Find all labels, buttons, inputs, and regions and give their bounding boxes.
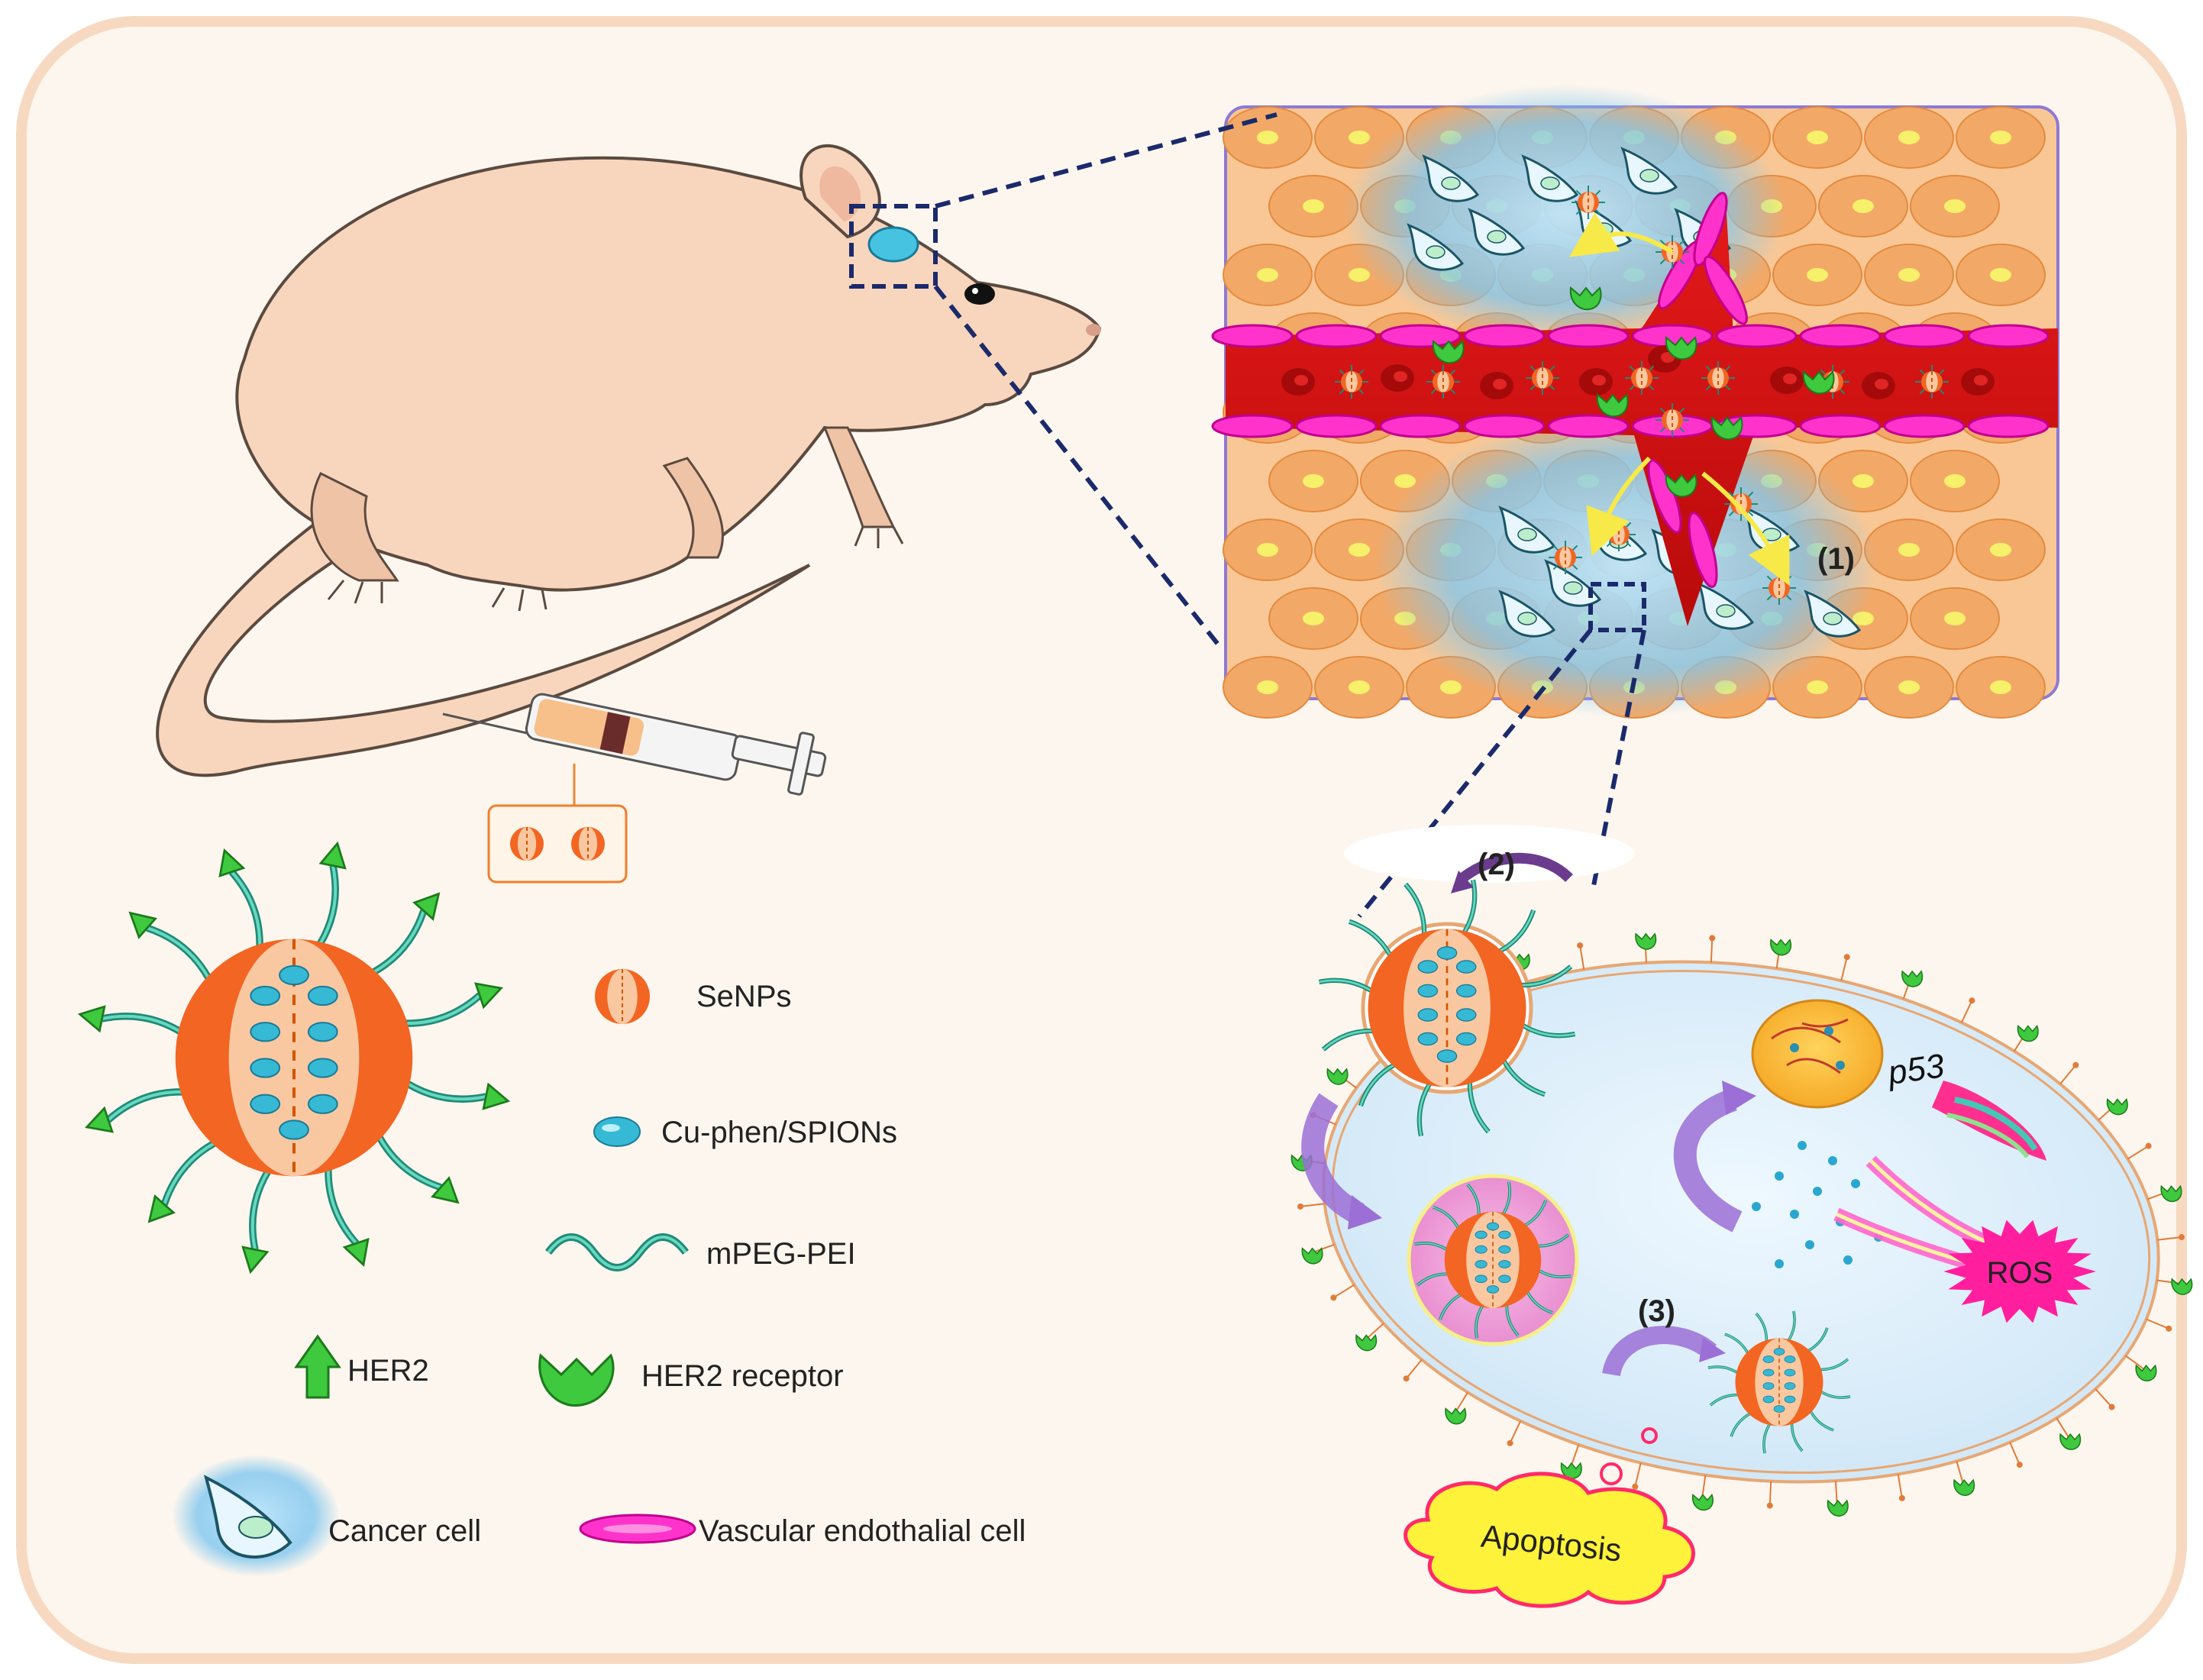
tumor-tissue-panel: (1) [1211,84,2059,719]
legend: SeNPs Cu-phen/SPIONs mPEG-PEI HER2 HER2 … [77,841,1026,1577]
cancer-cell-diagram: (2) (3) p53 ROS [1290,825,2193,1517]
apoptosis-callout: Apoptosis [1404,1427,1695,1608]
legend-mpeg-pei: mPEG-PEI [706,1237,856,1271]
ros-burst [1943,1220,2096,1323]
her2-icon [294,1334,341,1399]
senp-icon [595,969,650,1024]
legend-senps: SeNPs [696,980,792,1013]
legend-her2: HER2 [347,1354,429,1388]
her2-receptor-icon [538,1353,615,1407]
tumor-zoom-box [849,204,938,289]
legend-cancer-cell: Cancer cell [328,1514,481,1548]
step-3-label: (3) [1638,1294,1675,1328]
cu-phen-icon [593,1116,641,1147]
ros-label: ROS [1987,1256,2053,1290]
step-2-label: (2) [1478,848,1515,881]
legend-nanoparticle [77,841,511,1275]
nanoparticle-zoom-box [1588,582,1646,632]
mouse-illustration [156,144,1102,777]
tumor-site [867,226,919,263]
legend-cu-phen: Cu-phen/SPIONs [661,1116,897,1149]
legend-vascular-cell: Vascular endothalial cell [699,1514,1026,1548]
p53-label: p53 [1885,1047,1947,1092]
legend-her2-receptor: HER2 receptor [641,1359,844,1393]
step-1-label: (1) [1817,542,1855,576]
syringe [442,693,827,884]
